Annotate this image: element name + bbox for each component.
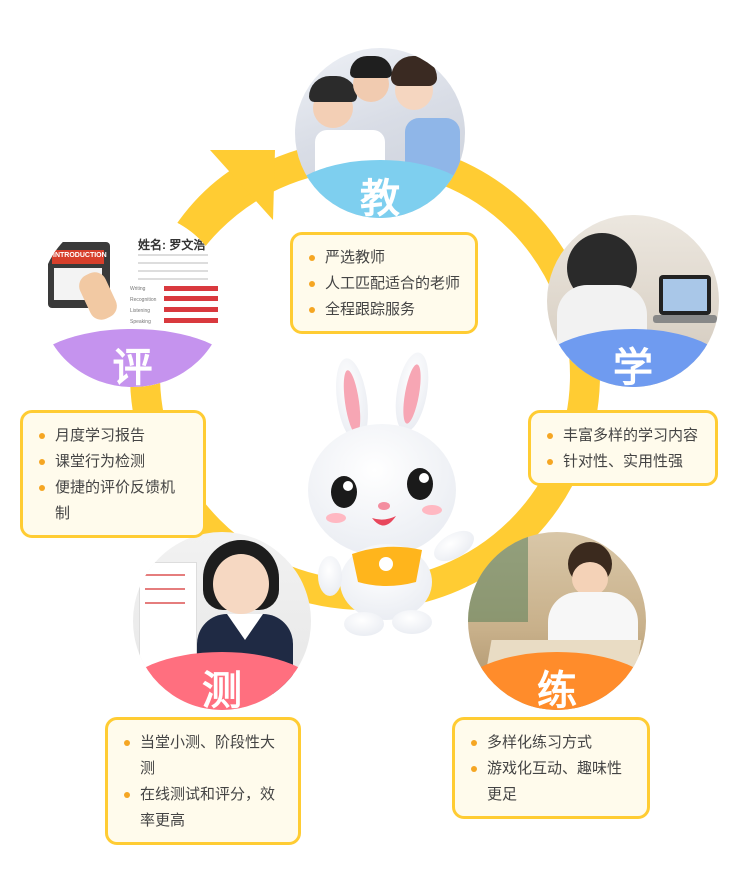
teach-point: 严选教师: [307, 245, 461, 271]
test-label-stage: 测: [133, 652, 311, 710]
teach-point: 人工匹配适合的老师: [307, 271, 461, 297]
practice-label-stage: 练: [468, 652, 646, 710]
learn-point: 丰富多样的学习内容: [545, 423, 701, 449]
teach-node: 教: [295, 48, 465, 218]
teach-label: 教: [360, 176, 400, 218]
practice-point: 多样化练习方式: [469, 730, 633, 756]
evaluate-point: 便捷的评价反馈机制: [37, 475, 189, 527]
evaluate-label-stage: 评: [40, 329, 225, 387]
practice-node: 练: [468, 532, 646, 710]
rabbit-mascot-icon: [308, 352, 474, 636]
report-skill: Speaking: [130, 319, 151, 325]
test-node: 测: [133, 532, 311, 710]
learn-card: 丰富多样的学习内容 针对性、实用性强: [528, 410, 718, 486]
test-card: 当堂小测、阶段性大测 在线测试和评分，效率更高: [105, 717, 301, 845]
report-skill: Listening: [130, 308, 151, 314]
evaluate-point: 课堂行为检测: [37, 449, 189, 475]
learn-label-stage: 学: [547, 329, 719, 387]
test-point: 在线测试和评分，效率更高: [122, 782, 284, 834]
practice-point: 游戏化互动、趣味性更足: [469, 756, 633, 808]
practice-card: 多样化练习方式 游戏化互动、趣味性更足: [452, 717, 650, 819]
test-point: 当堂小测、阶段性大测: [122, 730, 284, 782]
practice-label: 练: [537, 668, 577, 710]
evaluate-point: 月度学习报告: [37, 423, 189, 449]
learn-node: 学: [547, 215, 719, 387]
learn-label: 学: [613, 345, 653, 387]
report-skill: Writing: [130, 286, 146, 292]
teach-point: 全程跟踪服务: [307, 297, 461, 323]
report-student-name: 姓名: 罗文浩: [138, 238, 206, 252]
test-label: 测: [202, 668, 242, 710]
evaluate-node: INTRODUCTION 姓名: 罗文浩 Writing Recognition…: [40, 212, 225, 387]
evaluate-card: 月度学习报告 课堂行为检测 便捷的评价反馈机制: [20, 410, 206, 538]
teach-label-stage: 教: [295, 160, 465, 218]
report-skill: Recognition: [130, 297, 157, 303]
evaluate-label: 评: [112, 345, 153, 387]
teach-card: 严选教师 人工匹配适合的老师 全程跟踪服务: [290, 232, 478, 334]
report-book-title: INTRODUCTION: [53, 252, 107, 259]
learn-point: 针对性、实用性强: [545, 449, 701, 475]
